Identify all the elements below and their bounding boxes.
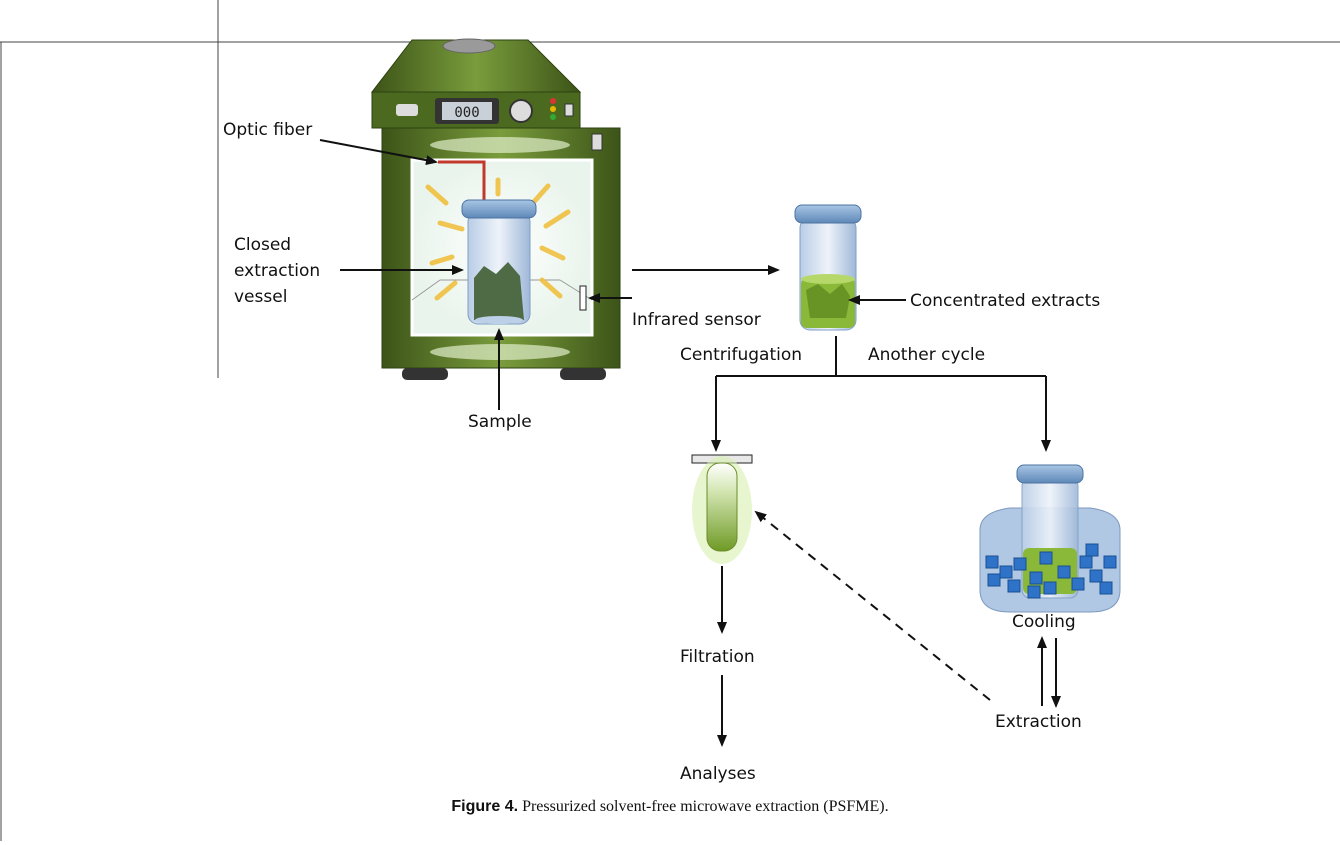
flow-arrows bbox=[319, 139, 1061, 747]
label-another-cycle: Another cycle bbox=[868, 345, 986, 365]
label-concentrated-extracts: Concentrated extracts bbox=[910, 291, 1101, 311]
figure-caption-text: Pressurized solvent-free microwave extra… bbox=[522, 798, 889, 815]
label-sample: Sample bbox=[468, 412, 532, 432]
concentrated-vessel bbox=[794, 204, 862, 331]
label-infrared-sensor: Infrared sensor bbox=[632, 310, 761, 330]
figure-caption: Figure 4. Pressurized solvent-free micro… bbox=[0, 798, 1340, 816]
label-closed-vessel: Closed extraction vessel bbox=[234, 235, 321, 307]
display-readout: 000 bbox=[454, 105, 479, 121]
microwave-oven: 000 bbox=[370, 38, 621, 380]
filtration-tube bbox=[691, 454, 753, 564]
label-extraction: Extraction bbox=[995, 712, 1082, 732]
cooling-bath bbox=[979, 464, 1121, 613]
figure-label: Figure 4. bbox=[451, 798, 519, 815]
knob-icon bbox=[509, 99, 533, 123]
label-optic-fiber: Optic fiber bbox=[223, 120, 313, 140]
label-cooling: Cooling bbox=[1012, 612, 1076, 632]
microwave-rays bbox=[425, 177, 571, 301]
label-analyses: Analyses bbox=[680, 764, 756, 784]
label-centrifugation: Centrifugation bbox=[680, 345, 803, 365]
ice-cubes bbox=[985, 543, 1117, 599]
label-filtration: Filtration bbox=[680, 647, 755, 667]
